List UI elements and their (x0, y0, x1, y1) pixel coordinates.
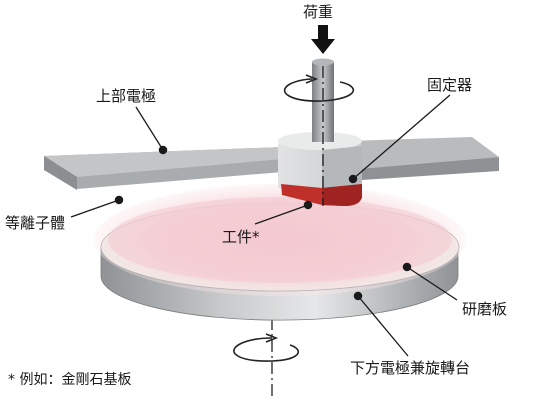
label-lower-electrode: 下方電極兼旋轉台 (350, 359, 471, 377)
label-load: 荷重 (303, 3, 334, 21)
upper-electrode-right (348, 137, 499, 180)
load-arrow (311, 25, 335, 54)
label-workpiece: 工件* (222, 228, 260, 246)
leader-lines (70, 94, 458, 357)
leader-dot-plasma (114, 195, 124, 205)
lower-rotation-arrow (233, 333, 300, 362)
leader-dot-fixture (348, 174, 358, 184)
leader-dot-polishing-plate (402, 262, 412, 272)
fixture-body (278, 128, 362, 192)
polishing-plate-surface (108, 197, 452, 283)
label-polishing-plate: 研磨板 (462, 300, 508, 318)
leader-dot-upper-electrode (158, 145, 168, 155)
label-plasma: 等離子體 (5, 214, 66, 232)
upper-electrode-left (44, 147, 283, 190)
upper-rotation-arrow (283, 74, 355, 102)
label-fixture: 固定器 (427, 76, 473, 94)
label-upper-electrode: 上部電極 (96, 87, 157, 105)
leader-dot-workpiece (303, 200, 313, 210)
footnote: * 例如：金剛石基板 (8, 372, 132, 388)
leader-dot-lower-electrode (353, 291, 363, 301)
